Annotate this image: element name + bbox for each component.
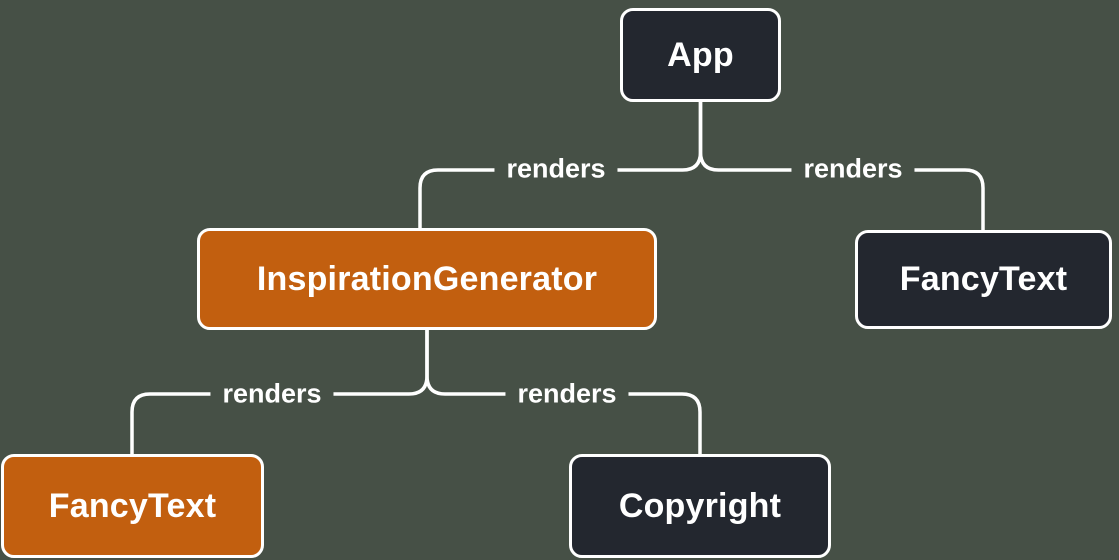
node-app-label: App bbox=[667, 35, 734, 74]
edge-label-renders: renders bbox=[505, 376, 629, 412]
node-copyright-label: Copyright bbox=[618, 486, 782, 525]
node-fancy-text-right-label: FancyText bbox=[899, 260, 1068, 298]
node-inspiration-generator-label: InspirationGenerator bbox=[256, 259, 598, 298]
node-app: App bbox=[620, 8, 781, 102]
node-copyright: Copyright bbox=[569, 454, 831, 558]
node-fancy-text-left: FancyText bbox=[1, 454, 264, 558]
edge-label-renders: renders bbox=[494, 151, 618, 187]
node-fancy-text-right: FancyText bbox=[855, 230, 1112, 329]
node-fancy-text-left-label: FancyText bbox=[48, 486, 217, 525]
edge-label-renders: renders bbox=[791, 151, 915, 187]
node-inspiration-generator: InspirationGenerator bbox=[197, 228, 657, 330]
edge-label-renders: renders bbox=[210, 376, 334, 412]
